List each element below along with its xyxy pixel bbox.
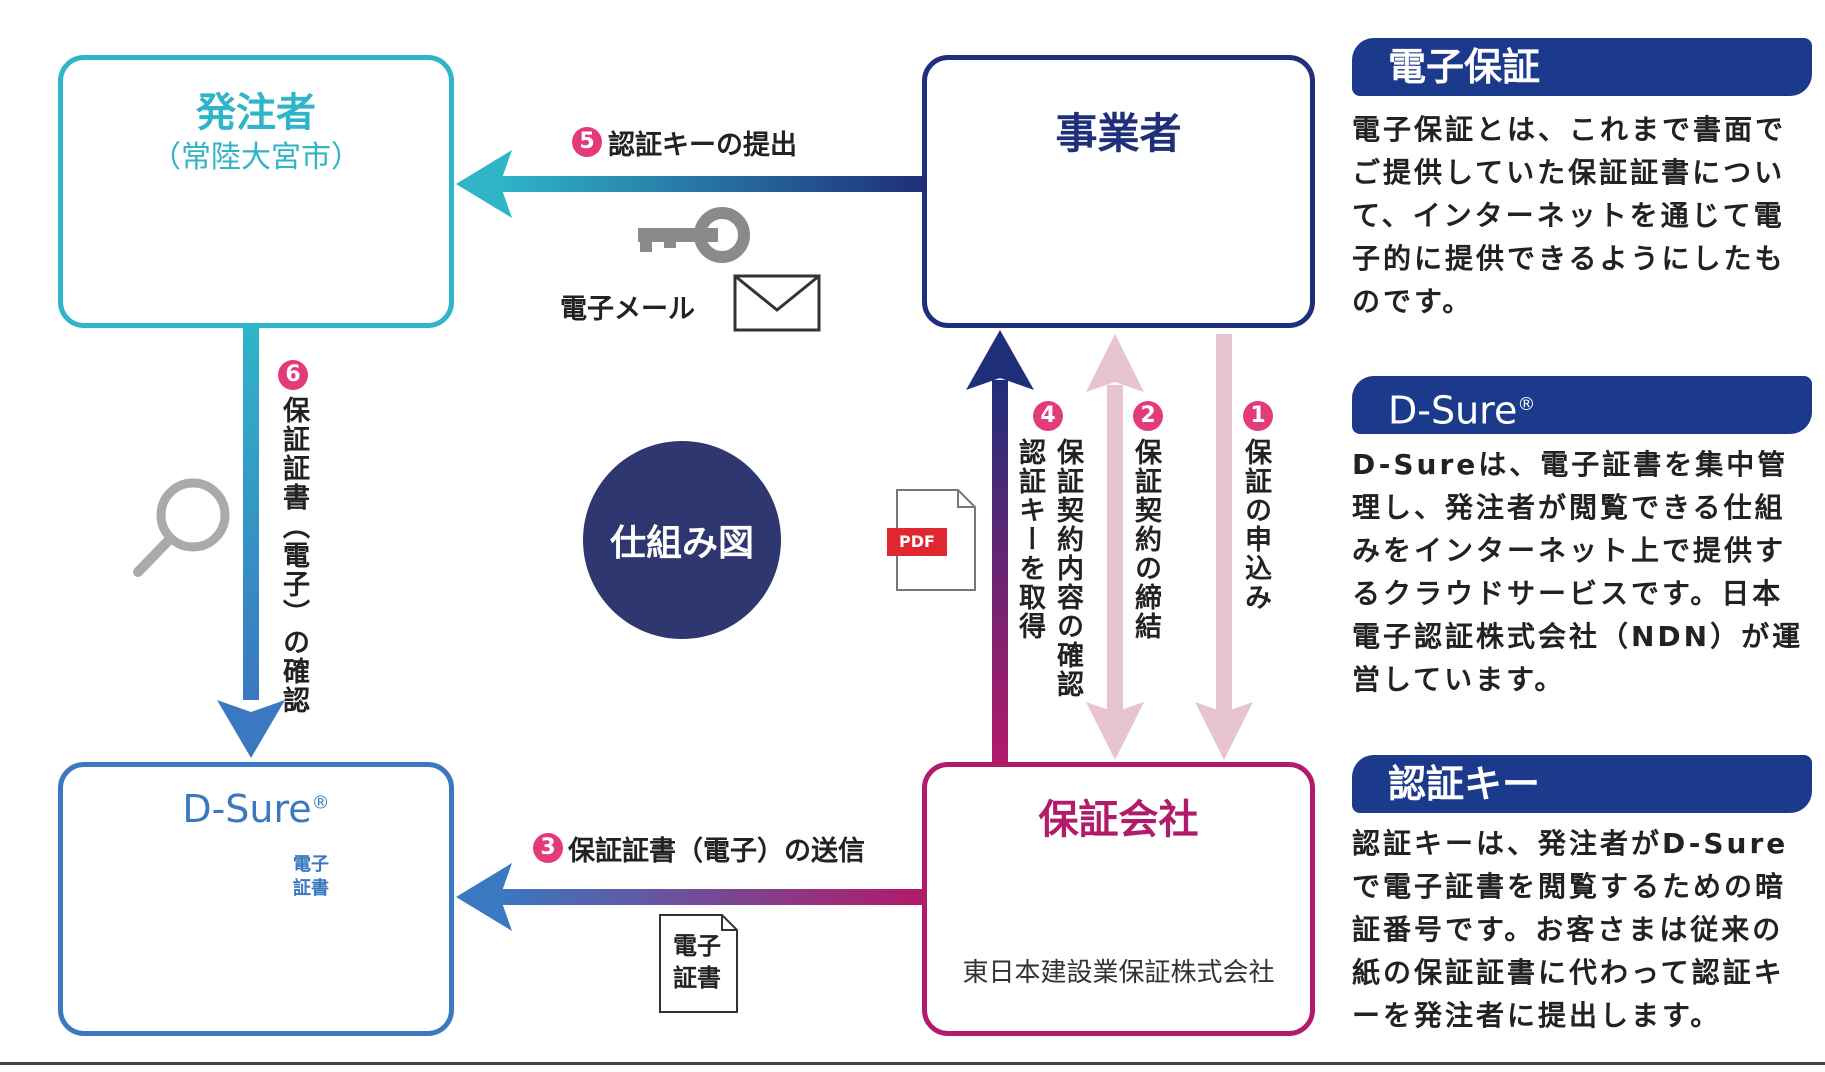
step2-badge: 2 <box>1133 401 1163 431</box>
step5-badge: 5 <box>572 127 602 157</box>
arrow-step5 <box>456 150 922 218</box>
step4-label-b: 認証キーを取得 <box>1014 438 1045 641</box>
email-label: 電子メール <box>560 294 695 325</box>
dsure-title-text: D-Sure <box>182 787 312 831</box>
ordering-party-box: 発注者 （常陸大宮市） <box>58 55 454 328</box>
step3-label: 保証証書（電子）の送信 <box>568 836 865 867</box>
contractor-box: 事業者 <box>922 55 1315 328</box>
certificate-doc-label-1: 電子 <box>673 932 721 960</box>
guarantee-company-name: 東日本建設業保証株式会社 <box>962 958 1275 988</box>
ordering-party-subtitle: （常陸大宮市） <box>151 140 361 175</box>
guarantee-company-box: 保証会社 東日本建設業保証株式会社 <box>922 762 1315 1036</box>
dsure-doc-label-1: 電子 <box>293 854 329 875</box>
step6-badge: 6 <box>278 360 308 390</box>
dsure-box: D-Sure® 電子 証書 <box>58 762 454 1036</box>
certificate-doc-label-2: 証書 <box>673 964 721 992</box>
arrow-step2 <box>1086 334 1144 760</box>
guarantee-company-title: 保証会社 <box>1038 797 1199 843</box>
pdf-label: PDF <box>899 532 935 551</box>
certificate-document-icon <box>659 914 738 1013</box>
side-heading-dsure-reg: ® <box>1517 394 1536 415</box>
side-heading-auth-key: 認証キー <box>1352 755 1812 813</box>
dsure-doc-label-2: 証書 <box>293 878 329 899</box>
side-text-electronic-guarantee: 電子保証とは、これまで書面でご提供していた保証証書について、インターネットを通じ… <box>1352 113 1787 318</box>
step1-label: 保証の申込み <box>1240 438 1271 612</box>
step3-badge: 3 <box>533 833 563 863</box>
step2-label: 保証契約の締結 <box>1130 438 1161 641</box>
magnifier-icon <box>133 478 230 577</box>
certificate-doc-label: 電子 証書 <box>664 930 730 994</box>
ordering-party-title: 発注者 <box>196 90 316 136</box>
dsure-reg-mark: ® <box>311 792 330 814</box>
arrow-step3 <box>456 863 922 931</box>
bottom-divider <box>0 1062 1825 1065</box>
dsure-doc-label: 電子 証書 <box>281 853 341 901</box>
key-icon <box>638 207 750 263</box>
side-heading-dsure-text: D-Sure <box>1388 388 1518 433</box>
step4-badge: 4 <box>1033 401 1063 431</box>
step1-badge: 1 <box>1243 401 1273 431</box>
step5-label: 認証キーの提出 <box>608 130 797 161</box>
step6-label: 保証証書（電子）の確認 <box>278 396 309 715</box>
arrow-step6 <box>217 328 285 758</box>
side-heading-electronic-guarantee: 電子保証 <box>1352 38 1812 96</box>
arrow-step1 <box>1195 334 1253 760</box>
dsure-title: D-Sure® <box>63 787 449 831</box>
side-text-auth-key: 認証キーは、発注者がD-Sureで電子証書を閲覧するための暗証番号です。お客さま… <box>1352 827 1789 1032</box>
arrow-step4 <box>966 330 1034 762</box>
contractor-title: 事業者 <box>1055 109 1182 158</box>
side-heading-dsure: D-Sure® <box>1352 376 1812 434</box>
step4-label-a: 保証契約内容の確認 <box>1052 438 1083 699</box>
center-diagram-label: 仕組み図 <box>583 441 781 639</box>
pdf-document-icon <box>887 489 976 591</box>
envelope-icon <box>733 274 821 332</box>
side-text-dsure: D-Sureは、電子証書を集中管理し、発注者が閲覧できる仕組みをインターネット上… <box>1352 448 1804 696</box>
